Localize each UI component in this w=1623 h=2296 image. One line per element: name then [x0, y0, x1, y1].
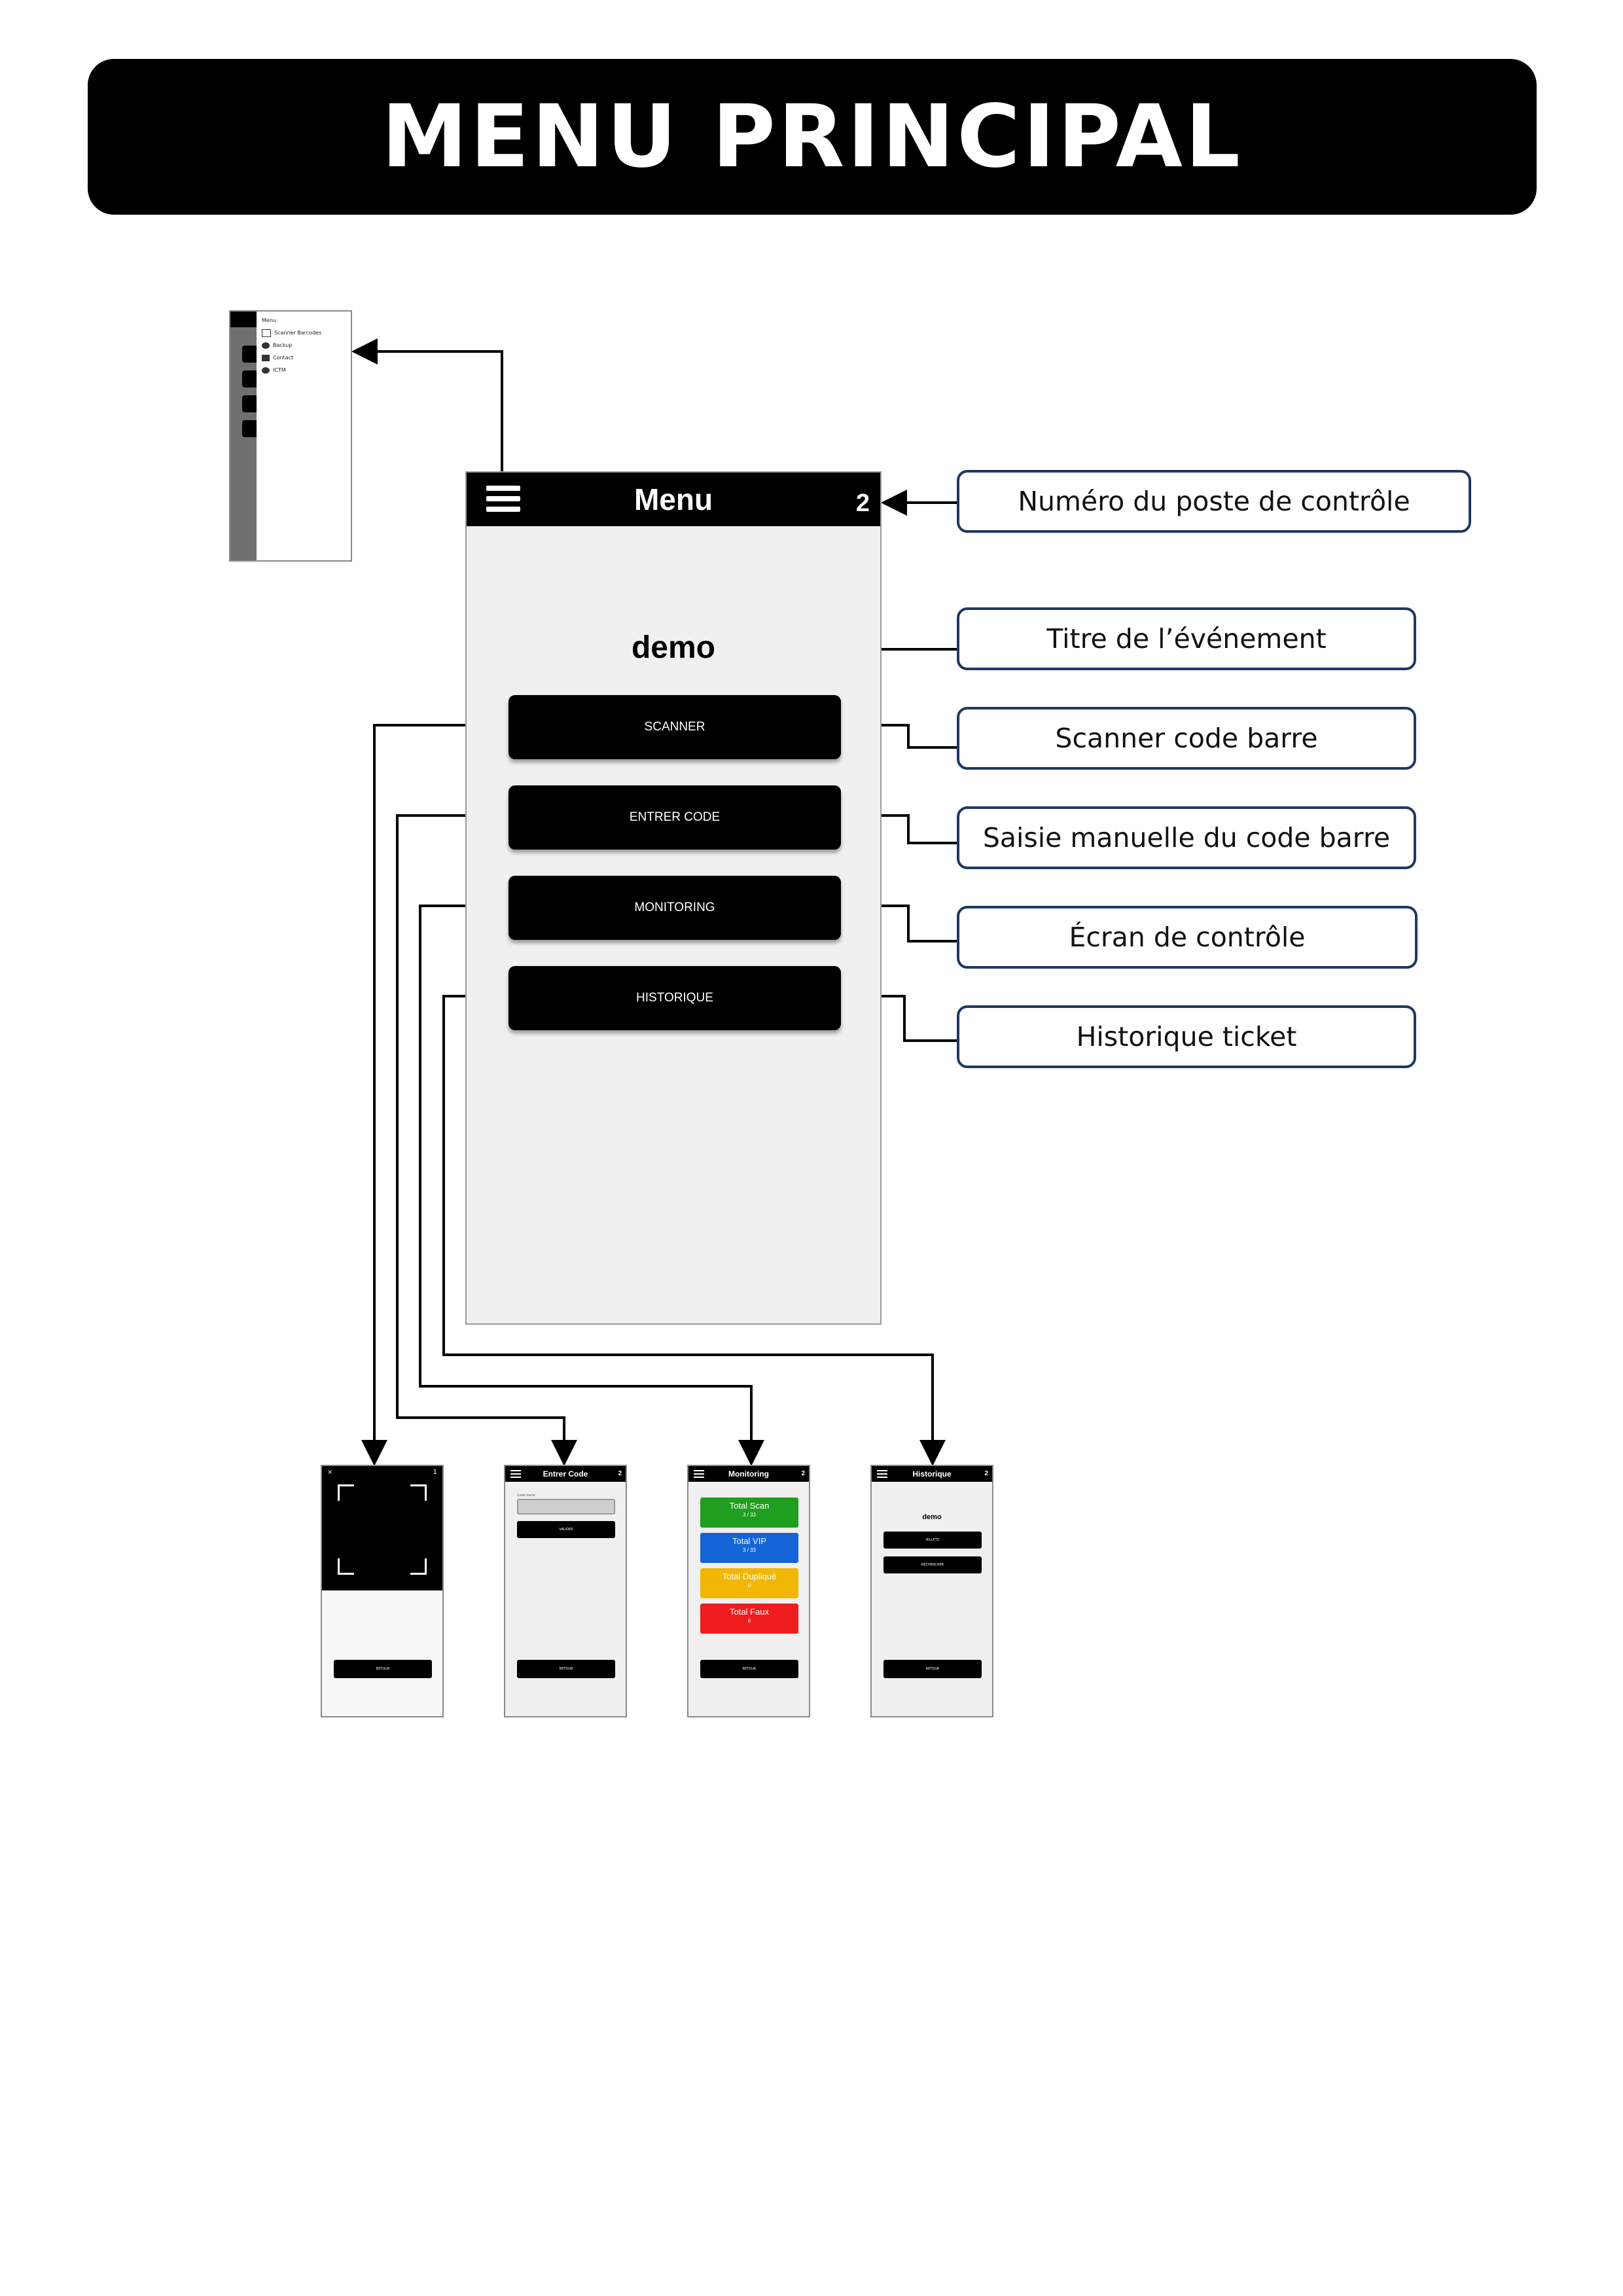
backup-icon	[262, 342, 270, 349]
enter-code-button[interactable]: ENTRER CODE	[508, 785, 841, 850]
app-bar: Menu 2	[467, 473, 880, 526]
station-number: 2	[984, 1470, 988, 1477]
tickets-button[interactable]: BILLETS	[883, 1532, 982, 1549]
screen-title: Historique	[912, 1469, 952, 1479]
back-button[interactable]: RETOUR	[334, 1660, 432, 1678]
main-menu-screen: Menu 2 demo SCANNER ENTRER CODE MONITORI…	[465, 471, 882, 1325]
callout-ticket-history: Historique ticket	[957, 1005, 1416, 1068]
stat-total-false: Total Faux 6	[700, 1604, 798, 1634]
drawer-item-info[interactable]: ICTM	[262, 364, 321, 376]
app-bar: Entrer Code 2	[505, 1466, 626, 1482]
search-button[interactable]: RECHERCHER	[883, 1556, 982, 1573]
callout-event-title: Titre de l’événement	[957, 607, 1416, 670]
viewfinder-corner	[338, 1558, 354, 1575]
screen-title: Menu	[633, 482, 713, 516]
monitoring-button[interactable]: MONITORING	[508, 876, 841, 940]
info-icon	[262, 367, 270, 374]
callout-manual-entry: Saisie manuelle du code barre	[957, 806, 1416, 869]
viewfinder-corner	[338, 1484, 354, 1501]
callout-station-number: Numéro du poste de contrôle	[957, 470, 1471, 533]
drawer-item-contact[interactable]: Contact	[262, 351, 321, 364]
history-screen-thumbnail: Historique 2 demo BILLETS RECHERCHER RET…	[870, 1465, 993, 1717]
back-button[interactable]: RETOUR	[700, 1660, 798, 1678]
station-number: 2	[618, 1470, 622, 1477]
drawer-button-shadow	[242, 346, 257, 363]
drawer-button-shadow	[242, 420, 257, 437]
scanner-screen-thumbnail: × 1 RETOUR	[321, 1465, 444, 1717]
screen-title: Entrer Code	[543, 1469, 588, 1479]
code-input[interactable]	[517, 1499, 615, 1515]
station-number: 1	[433, 1469, 437, 1476]
connector-to-history	[442, 995, 946, 1466]
stat-total-scan: Total Scan 3 / 33	[700, 1498, 798, 1528]
event-title: demo	[922, 1513, 942, 1521]
drawer-item-backup[interactable]: Backup	[262, 339, 321, 351]
app-bar: Monitoring 2	[688, 1466, 809, 1482]
mail-icon	[262, 354, 270, 361]
stat-total-vip: Total VIP 3 / 33	[700, 1533, 798, 1563]
drawer-button-shadow	[242, 370, 257, 387]
barcode-icon	[262, 329, 271, 337]
history-button[interactable]: HISTORIQUE	[508, 966, 841, 1030]
event-title: demo	[631, 630, 715, 665]
screen-title: Monitoring	[728, 1469, 769, 1479]
hamburger-menu-icon[interactable]	[486, 486, 520, 512]
back-button[interactable]: RETOUR	[517, 1660, 615, 1678]
app-bar: Historique 2	[872, 1466, 992, 1482]
drawer-thumbnail: Menu Scanner Barcodes Backup Contact ICT…	[229, 310, 352, 562]
header-banner: MENU PRINCIPAL	[88, 59, 1537, 215]
hamburger-menu-icon[interactable]	[694, 1470, 704, 1478]
close-icon[interactable]: ×	[327, 1469, 333, 1476]
connector-to-scanner	[361, 724, 507, 1466]
validate-button[interactable]: VALIDER	[517, 1521, 615, 1538]
back-button[interactable]: RETOUR	[883, 1660, 982, 1678]
station-number: 2	[801, 1470, 805, 1477]
drawer-header: Menu	[262, 317, 276, 323]
hamburger-menu-icon[interactable]	[877, 1470, 887, 1478]
connector-to-monitoring	[419, 905, 764, 1466]
drawer-menu: Menu Scanner Barcodes Backup Contact ICT…	[262, 314, 321, 376]
code-field-label: Code barre	[517, 1494, 535, 1498]
viewfinder-corner	[410, 1484, 427, 1501]
monitoring-screen-thumbnail: Monitoring 2 Total Scan 3 / 33 Total VIP…	[687, 1465, 810, 1717]
hamburger-menu-icon[interactable]	[510, 1470, 521, 1478]
enter-code-screen-thumbnail: Entrer Code 2 Code barre VALIDER RETOUR	[504, 1465, 627, 1717]
connector-drawer	[351, 338, 503, 471]
callout-control-screen: Écran de contrôle	[957, 906, 1418, 969]
drawer-button-shadow	[242, 395, 257, 412]
drawer-topbar	[230, 312, 257, 327]
page-title: MENU PRINCIPAL	[382, 86, 1243, 187]
connector-to-code	[396, 814, 577, 1466]
scanner-button[interactable]: SCANNER	[508, 695, 841, 759]
stat-total-duplicate: Total Dupliqué 0	[700, 1568, 798, 1598]
station-number: 2	[855, 490, 870, 517]
drawer-item-scanner[interactable]: Scanner Barcodes	[262, 327, 321, 339]
callout-scan-barcode: Scanner code barre	[957, 707, 1416, 770]
camera-viewfinder: × 1	[322, 1466, 442, 1590]
viewfinder-corner	[410, 1558, 427, 1575]
